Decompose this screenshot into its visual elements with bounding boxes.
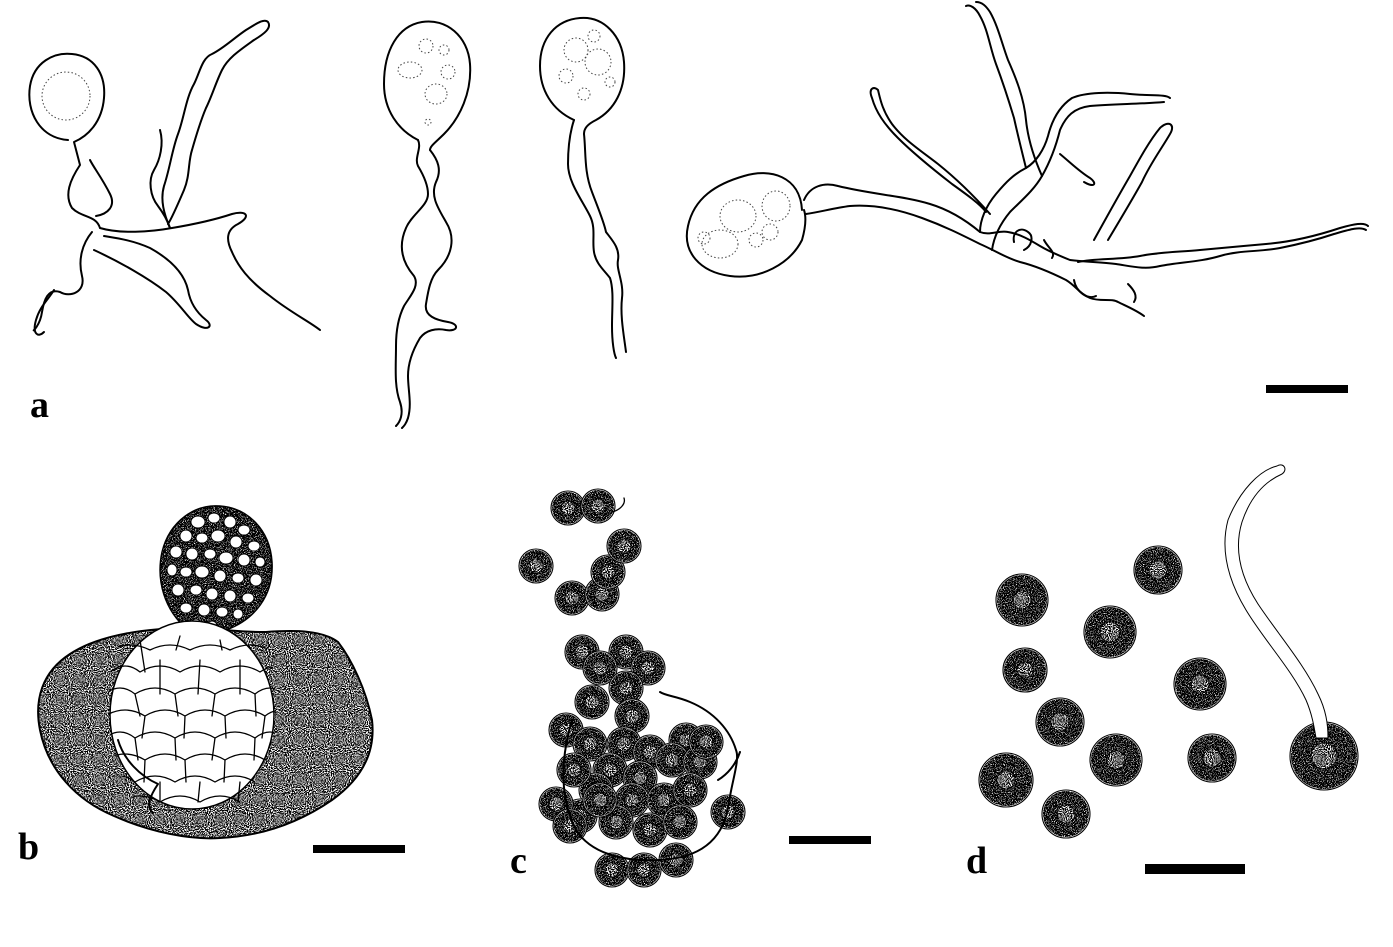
panel-label-d: d — [966, 840, 988, 882]
resting-spore-reticulum — [108, 635, 276, 803]
germinating-spore-1 — [28, 19, 321, 336]
cyst-group — [978, 545, 1359, 839]
cyst-cell — [978, 752, 1034, 808]
zoospore-cell — [672, 772, 708, 808]
germ-tube — [1224, 464, 1329, 739]
cyst-cell — [1083, 605, 1137, 659]
sporangium-wall — [562, 691, 741, 862]
scale-bar-b — [313, 845, 405, 853]
cyst-cell — [1035, 697, 1085, 747]
panel-label-b: b — [18, 826, 40, 868]
cyst-cell — [995, 573, 1049, 627]
cyst-cell — [1002, 647, 1048, 693]
zoospore-cell — [518, 548, 554, 584]
panel-a-drawing — [28, 1, 1369, 429]
zoospore-cell — [550, 490, 586, 526]
scale-bar-d — [1145, 864, 1245, 874]
zoospore-cell — [554, 580, 590, 616]
zoospore-cell — [632, 812, 668, 848]
zoospore-cell — [662, 804, 698, 840]
cyst-cell — [1289, 721, 1359, 791]
germinating-spore-2 — [383, 20, 472, 429]
zoospore-cluster — [518, 488, 746, 888]
cyst-cell — [1133, 545, 1183, 595]
zoospore-cell — [654, 742, 690, 778]
zoospore-cell — [626, 852, 662, 888]
panel-label-a: a — [30, 384, 49, 426]
zoospore-cell — [630, 650, 666, 686]
zoospore-cell — [582, 650, 618, 686]
scale-bar-a — [1266, 385, 1348, 393]
zoospore-cell — [688, 724, 724, 760]
sporangium-spherules — [166, 512, 266, 632]
zoospore-cell — [556, 752, 592, 788]
zoospore-cell — [658, 842, 694, 878]
zoospore-cell — [580, 488, 616, 524]
zoospore-cell — [582, 782, 618, 818]
scale-bar-c — [789, 836, 871, 844]
zoospore-cell — [608, 670, 644, 706]
zoospore-cell — [614, 698, 650, 734]
zoospore-cell — [590, 554, 626, 590]
cyst-cell — [1089, 733, 1143, 787]
zoospore-cell — [606, 528, 642, 564]
germinating-spore-4 — [685, 1, 1369, 317]
panel-c-drawing — [518, 488, 746, 888]
germinating-spore-3 — [539, 16, 627, 359]
cyst-cell — [1173, 657, 1227, 711]
zoospore-cell — [606, 726, 642, 762]
cyst-cell — [1187, 733, 1237, 783]
cyst-cell — [1041, 789, 1091, 839]
resting-spore — [109, 620, 275, 810]
zoospore-cell — [572, 726, 608, 762]
panel-d-drawing — [978, 464, 1359, 839]
panel-b-drawing — [37, 505, 374, 840]
zoospore-cell — [574, 684, 610, 720]
panel-label-c: c — [510, 840, 527, 882]
